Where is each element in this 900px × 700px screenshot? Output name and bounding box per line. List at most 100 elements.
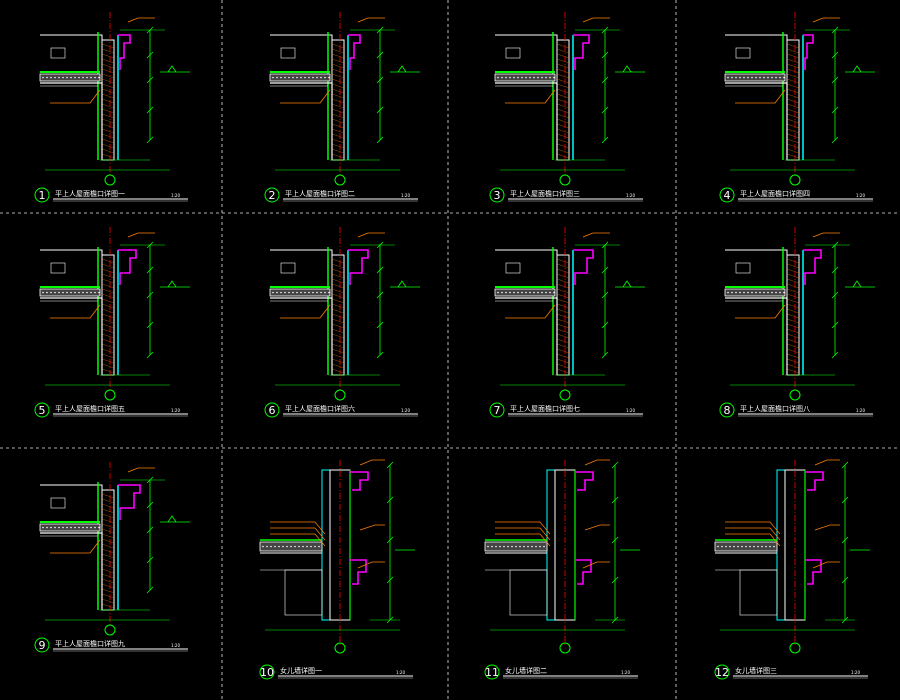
wall-hatch <box>556 288 570 294</box>
wall-hatch <box>786 303 800 309</box>
wall-core <box>101 254 115 376</box>
roof-slab <box>495 82 558 160</box>
leader-top <box>127 232 155 238</box>
screed-dot <box>505 291 507 294</box>
wall-hatch <box>101 363 115 369</box>
wall-hatch <box>101 508 115 514</box>
level-triangle <box>167 515 177 523</box>
buildup-dot <box>270 545 272 548</box>
wall-hatch <box>786 273 800 279</box>
wall-hatch <box>331 103 345 109</box>
wall-hatch <box>786 258 800 264</box>
screed-dot <box>50 76 52 79</box>
wall-hatch <box>101 503 115 509</box>
wall-hatch <box>556 93 570 99</box>
wall-hatch <box>101 98 115 104</box>
detail-number: 11 <box>485 666 499 679</box>
screed-dot <box>783 76 785 79</box>
buildup-dot <box>298 545 300 548</box>
screed-dot <box>54 526 56 529</box>
detail-number: 3 <box>494 189 501 202</box>
wall-hatch <box>786 288 800 294</box>
axis-bubble <box>334 174 346 186</box>
note-box <box>735 262 751 274</box>
wall-hatch <box>101 318 115 324</box>
dimension-tick <box>841 536 849 544</box>
screed-dot <box>46 291 48 294</box>
detail-scale: 1:20 <box>401 408 410 413</box>
dimension-tick <box>386 496 394 504</box>
screed-dot <box>501 291 503 294</box>
wall-hatch <box>331 58 345 64</box>
wall-hatch <box>556 363 570 369</box>
wall-hatch <box>786 318 800 324</box>
dimension-tick <box>146 526 154 534</box>
wall-hatch <box>556 298 570 304</box>
wall-hatch <box>331 323 345 329</box>
screed-dot <box>62 526 64 529</box>
caption-bubble <box>719 402 735 418</box>
buildup-dot <box>310 545 312 548</box>
detail-scale: 1:20 <box>626 193 635 198</box>
wall-hatch <box>556 358 570 364</box>
screed-dot <box>70 526 72 529</box>
leader-note-2 <box>270 533 326 547</box>
wall-core <box>331 254 345 376</box>
wall-hatch <box>101 58 115 64</box>
wall-hatch <box>786 128 800 134</box>
roof-screed <box>494 73 556 82</box>
screed-dot <box>320 76 322 79</box>
roof-slab <box>725 82 788 160</box>
screed-dot <box>509 76 511 79</box>
dimension-tick <box>146 136 154 144</box>
detail-number: 6 <box>269 404 276 417</box>
dimension-tick <box>831 106 839 114</box>
wall-hatch <box>331 308 345 314</box>
screed-dot <box>316 291 318 294</box>
dimension-tick <box>831 51 839 59</box>
wall-core <box>556 39 570 161</box>
leader-note-2 <box>725 533 781 547</box>
wall-hatch <box>101 143 115 149</box>
wall-hatch <box>101 328 115 334</box>
detail-number: 8 <box>724 404 731 417</box>
note-box <box>50 497 66 509</box>
screed-dot <box>42 76 44 79</box>
buildup-dot <box>491 545 493 548</box>
buildup-dot <box>761 545 763 548</box>
leader-note-0 <box>725 521 781 535</box>
caption-bubble <box>34 187 50 203</box>
buildup-dot <box>745 545 747 548</box>
detail-caption: 平上人屋面檐口详图五 <box>55 404 125 413</box>
leader-top <box>357 232 385 238</box>
screed-dot <box>537 76 539 79</box>
wall-hatch <box>101 573 115 579</box>
wall-hatch <box>101 563 115 569</box>
screed-dot <box>280 76 282 79</box>
wall-hatch <box>556 118 570 124</box>
screed-dot <box>46 526 48 529</box>
dimension-tick <box>376 51 384 59</box>
screed-dot <box>505 76 507 79</box>
screed-dot <box>90 76 92 79</box>
screed-dot <box>771 76 773 79</box>
roof-screed <box>494 288 556 297</box>
wall-hatch <box>101 538 115 544</box>
screed-dot <box>517 291 519 294</box>
screed-dot <box>743 291 745 294</box>
wall-hatch <box>556 148 570 154</box>
screed-dot <box>767 76 769 79</box>
wall-hatch <box>101 108 115 114</box>
caption-bubble <box>34 402 50 418</box>
wall-hatch <box>786 123 800 129</box>
leader-slab <box>50 539 101 554</box>
buildup-dot <box>487 545 489 548</box>
detail-number: 4 <box>724 189 731 202</box>
buildup-dot <box>318 545 320 548</box>
wall-hatch <box>556 273 570 279</box>
screed-dot <box>324 76 326 79</box>
wall-hatch <box>331 88 345 94</box>
wall-hatch <box>101 153 115 159</box>
buildup-dot <box>282 545 284 548</box>
axis-bubble <box>789 174 801 186</box>
